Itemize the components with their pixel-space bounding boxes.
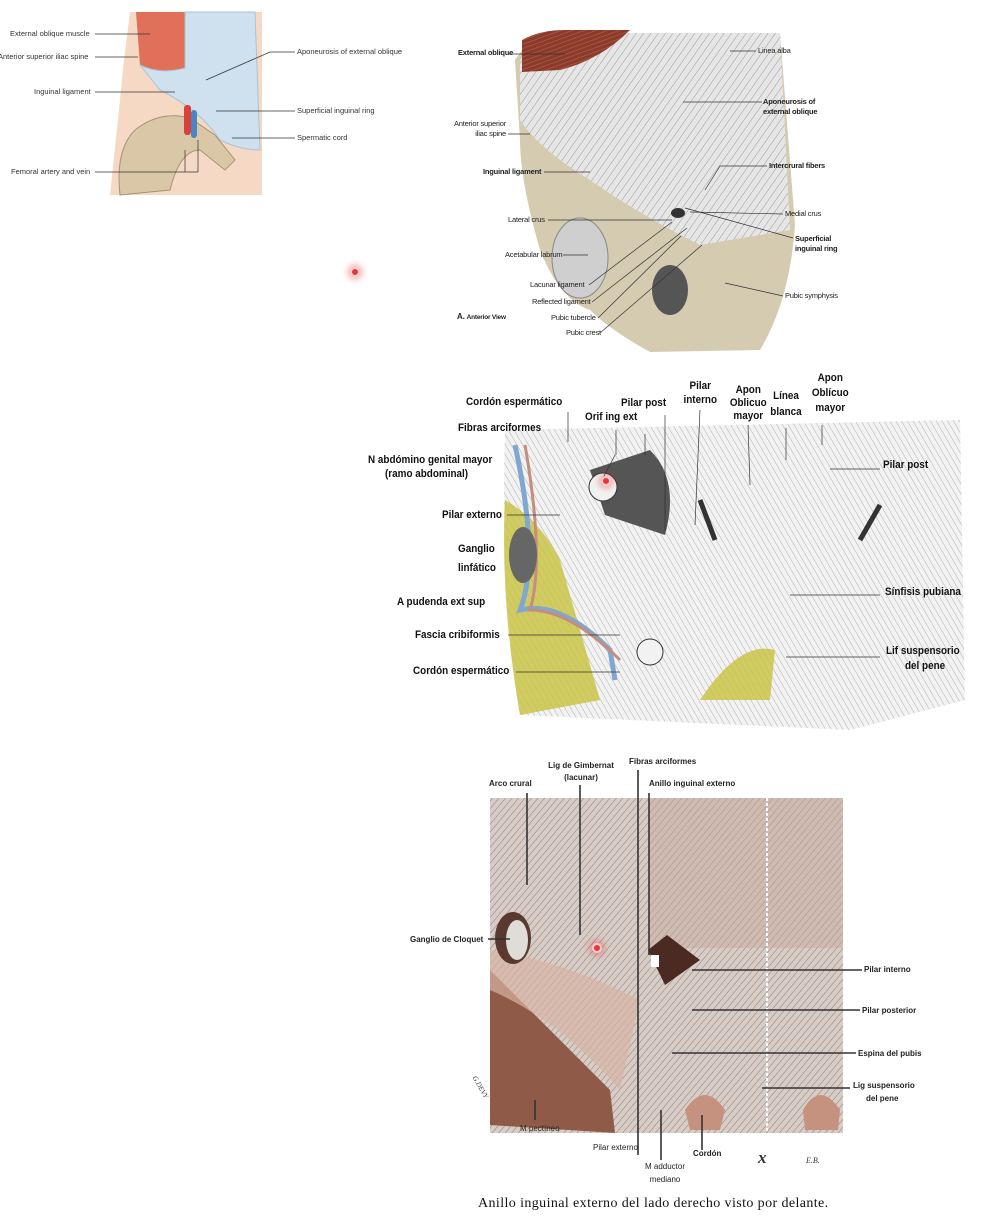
label-pilar-externo: Pilar externo xyxy=(442,509,502,521)
label-nervio-2: (ramo abdominal) xyxy=(385,468,469,480)
label-cordon-4: Cordón xyxy=(693,1149,722,1158)
label-reflected-ligament: Reflected ligament xyxy=(532,297,591,306)
view-title: A. Anterior View xyxy=(457,312,506,321)
label-arco-crural: Arco crural xyxy=(489,779,532,788)
panel1-illustration xyxy=(110,11,262,196)
label-superficial-ring-2: inguinal ring xyxy=(795,244,838,253)
figure-caption: Anillo inguinal externo del lado derecho… xyxy=(478,1196,829,1211)
label-x-mark: x xyxy=(758,1148,767,1167)
view-name: Anterior View xyxy=(466,314,506,321)
label-pubic-crest: Pubic crest xyxy=(566,328,601,337)
label-espina-pubis: Espina del pubis xyxy=(858,1049,922,1058)
label-initials: E.B. xyxy=(806,1156,820,1165)
label-apon2-1: Apon xyxy=(817,372,843,384)
panel3-illustration xyxy=(504,420,965,730)
label-asis-2: iliac spine xyxy=(475,129,506,138)
label-pilar-post-right: Pilar post xyxy=(883,459,929,471)
label-aponeurosis: Aponeurosis of external oblique xyxy=(297,47,403,56)
label-lig-suspensorio-2: del pene xyxy=(905,660,946,672)
label-ganglio-1: Ganglio xyxy=(458,543,495,555)
label-pilar-interno-1: Pilar xyxy=(689,380,711,392)
label-pilar-post-top: Pilar post xyxy=(621,397,667,409)
label-lig-suspensorio-1: Lif suspensorio xyxy=(886,645,960,657)
label-orif-ing-ext: Orif ing ext xyxy=(585,411,638,423)
label-apon2-3: mayor xyxy=(815,402,846,414)
leader-lines xyxy=(95,33,880,1160)
label-gimbernat-2: (lacunar) xyxy=(564,773,598,782)
label-pilar-externo-4: Pilar externo xyxy=(593,1143,638,1152)
label-adductor-1: M adductor xyxy=(644,1162,686,1171)
label-medial-crus: Medial crus xyxy=(785,209,822,218)
label-lateral-crus: Lateral crus xyxy=(508,215,545,224)
label-linea-1: Línea xyxy=(773,390,799,402)
label-external-oblique-muscle: External oblique muscle xyxy=(10,29,90,38)
label-superficial-ring-1: Superficial xyxy=(795,234,832,243)
marker-dot xyxy=(350,267,360,277)
label-lig-susp-2: del pene xyxy=(866,1094,899,1103)
label-pilar-posterior: Pilar posterior xyxy=(862,1006,917,1015)
label-gimbernat-1: Lig de Gimbernat xyxy=(548,761,614,770)
label-ganglio-2: linfático xyxy=(458,562,496,574)
label-external-oblique: External oblique xyxy=(458,48,514,57)
label-apon1-3: mayor xyxy=(733,410,764,422)
label-anillo: Anillo inguinal externo xyxy=(649,779,736,788)
label-pudenda: A pudenda ext sup xyxy=(397,596,486,608)
label-apon2-2: Oblícuo xyxy=(811,387,849,399)
panel4-illustration xyxy=(490,798,843,1150)
label-superficial-inguinal-ring: Superficial inguinal ring xyxy=(297,106,375,115)
label-linea-2: blanca xyxy=(770,406,802,418)
panel2-illustration xyxy=(515,30,795,352)
label-pubic-symphysis: Pubic symphysis xyxy=(785,291,838,300)
label-nervio-1: N abdómino genital mayor xyxy=(368,454,493,466)
label-adductor-2: mediano xyxy=(649,1175,681,1184)
label-pubic-tubercle: Pubic tubercle xyxy=(551,313,596,322)
label-cloquet: Ganglio de Cloquet xyxy=(410,935,484,944)
label-lig-susp-1: Lig suspensorio xyxy=(853,1081,915,1090)
marker-dot xyxy=(601,476,611,486)
label-fibras-arciformes-4: Fibras arciformes xyxy=(629,757,697,766)
label-anterior-superior-iliac-spine: Anterior superior iliac spine xyxy=(0,52,89,61)
label-aponeurosis-2: external oblique xyxy=(763,107,818,116)
label-cordon-top: Cordón espermático xyxy=(466,396,563,408)
label-pilar-interno-2: interno xyxy=(683,394,718,406)
label-cordon-bottom: Cordón espermático xyxy=(413,665,510,677)
label-sinfisis: Sínfisis pubiana xyxy=(885,586,961,598)
label-apon1-1: Apon xyxy=(735,384,761,396)
label-spermatic-cord: Spermatic cord xyxy=(297,133,348,142)
label-apon1-2: Oblicuo xyxy=(729,397,767,409)
label-aponeurosis-1: Aponeurosis of xyxy=(763,97,816,106)
label-inguinal-ligament: Inguinal ligament xyxy=(34,87,91,96)
label-inguinal-ligament-2: Inguinal ligament xyxy=(483,167,542,176)
label-asis-1: Anterior superior xyxy=(453,119,506,128)
label-pilar-interno-4: Pilar interno xyxy=(864,965,911,974)
label-fibras-arciformes: Fibras arciformes xyxy=(458,422,542,434)
label-intercrural-fibers: Intercrural fibers xyxy=(769,161,826,170)
label-lacunar-ligament: Lacunar ligament xyxy=(530,280,585,289)
label-pectineo: M pectíneo xyxy=(520,1124,560,1133)
label-femoral-artery-vein: Femoral artery and vein xyxy=(11,167,91,176)
marker-dot xyxy=(592,943,602,953)
view-letter: A. xyxy=(457,312,465,321)
label-acetabular-labrum: Acetabular labrum xyxy=(505,250,563,259)
label-fascia: Fascia cribiformis xyxy=(415,629,500,641)
label-linea-alba: Linea alba xyxy=(758,46,791,55)
